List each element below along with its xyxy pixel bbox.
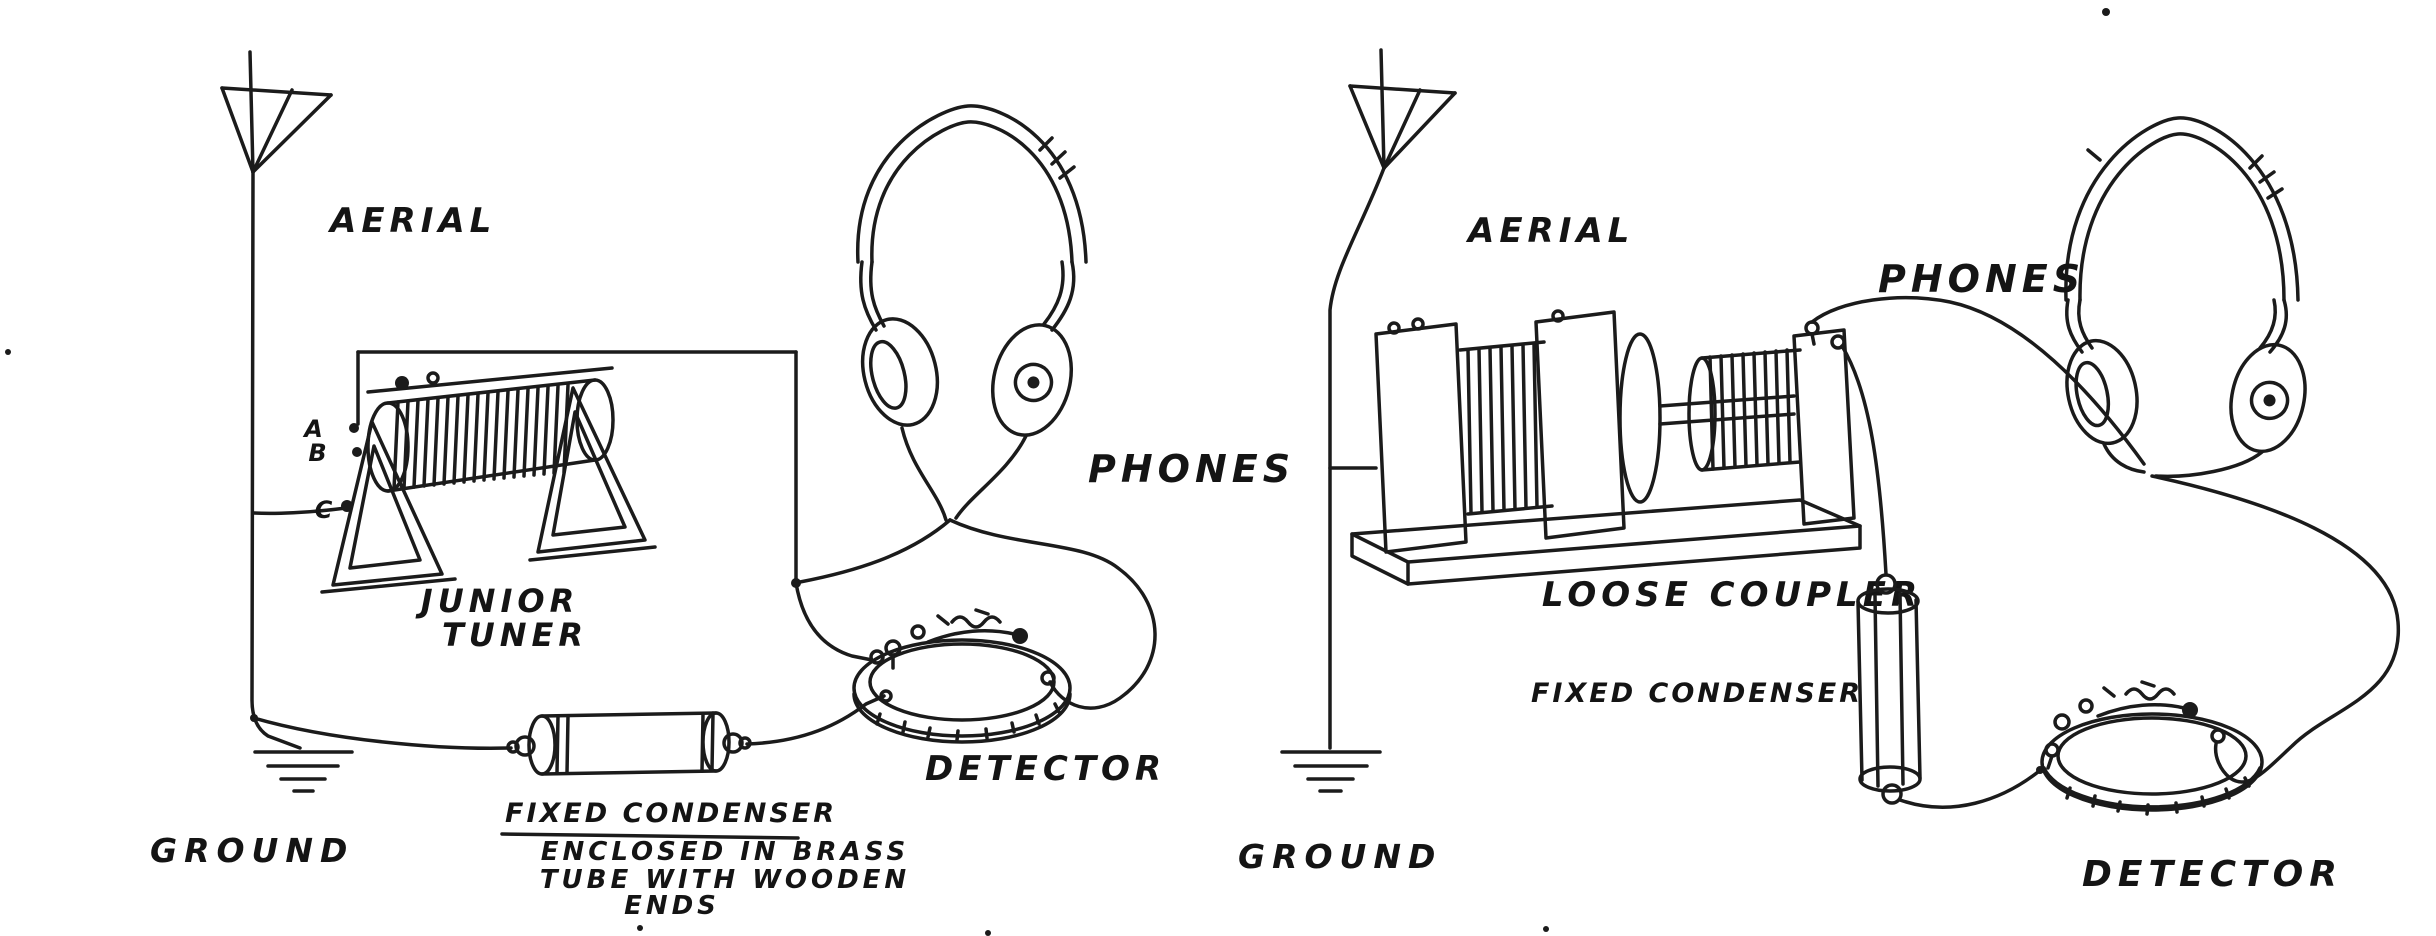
coil-winding-hatch bbox=[1708, 348, 1792, 471]
junior-tuner-illustration bbox=[320, 366, 657, 594]
left-crystal-set-diagram: AERIAL GROUND bbox=[150, 50, 1295, 921]
phones-label-right: PHONES bbox=[1878, 257, 2085, 301]
phone-cord bbox=[954, 434, 1028, 520]
tuner-terminal-c-label: C bbox=[315, 496, 334, 524]
tuner-label-line2: TUNER bbox=[442, 616, 588, 654]
ground-label-right: GROUND bbox=[1238, 837, 1442, 876]
condenser-label-underline bbox=[500, 832, 800, 840]
loose-coupler-illustration bbox=[1350, 309, 1862, 586]
headphones-right-illustration bbox=[2064, 116, 2307, 479]
headphones-left-illustration bbox=[798, 104, 1157, 710]
fixed-condenser-right-illustration bbox=[1856, 573, 1922, 805]
detector-right-illustration bbox=[2040, 680, 2264, 816]
wiring-right bbox=[1328, 166, 2400, 809]
tuner-terminal-b-label: B bbox=[308, 439, 327, 467]
right-crystal-set-diagram: AERIAL GROUND bbox=[1238, 48, 2400, 895]
detector-left-illustration bbox=[852, 608, 1072, 744]
ground-symbol-left bbox=[253, 750, 354, 793]
fixed-condenser-left-illustration bbox=[506, 711, 752, 776]
ground-symbol-right bbox=[1280, 750, 1382, 793]
condenser-note-line2: TUBE WITH WOODEN bbox=[540, 865, 910, 895]
phone-cord bbox=[798, 518, 952, 584]
aerial-label-right: AERIAL bbox=[1465, 211, 1634, 251]
phone-cord bbox=[900, 426, 948, 522]
aerial-symbol-left bbox=[220, 50, 333, 174]
condenser-note-line3: ENDS bbox=[624, 891, 720, 921]
condenser-note-line1: ENCLOSED IN BRASS bbox=[541, 837, 909, 867]
coil-winding-hatch bbox=[1466, 342, 1539, 515]
phones-label-left: PHONES bbox=[1088, 447, 1295, 491]
aerial-label-left: AERIAL bbox=[327, 201, 496, 241]
tuner-label-line1: JUNIOR bbox=[415, 582, 579, 620]
tuner-terminal-a-label: A bbox=[302, 415, 324, 443]
phone-cord bbox=[948, 518, 1157, 710]
detector-label-left: DETECTOR bbox=[925, 749, 1166, 789]
ground-label-left: GROUND bbox=[150, 831, 354, 870]
condenser-label-right: FIXED CONDENSER bbox=[1531, 678, 1863, 709]
detector-label-right: DETECTOR bbox=[2082, 854, 2343, 895]
phone-cord bbox=[2102, 442, 2146, 474]
condenser-label-left: FIXED CONDENSER bbox=[505, 798, 837, 829]
coil-winding-hatch bbox=[392, 383, 570, 491]
scan-specks bbox=[5, 8, 2110, 936]
phone-cord bbox=[2154, 450, 2264, 479]
aerial-symbol-right bbox=[1348, 48, 1457, 170]
coupler-label: LOOSE COUPLER bbox=[1542, 575, 1922, 615]
